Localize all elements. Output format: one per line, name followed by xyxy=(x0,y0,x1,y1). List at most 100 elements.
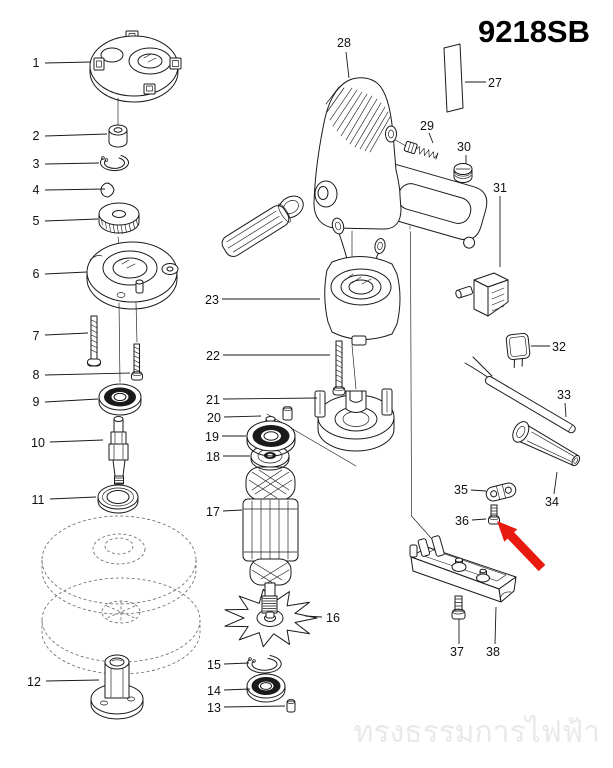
part-12-flange-nut xyxy=(90,654,144,720)
leader-line-6 xyxy=(44,271,88,275)
part-label-17: 17 xyxy=(206,504,220,519)
part-27-name-plate xyxy=(443,43,464,113)
leader-line-1 xyxy=(44,61,92,64)
part-label-14: 14 xyxy=(207,683,221,698)
leader-line-20 xyxy=(223,415,262,418)
part-22-screw xyxy=(332,340,346,396)
part-1-pad-cover xyxy=(89,30,182,103)
part-35-cord-clamp xyxy=(485,482,517,502)
part-2-spacer xyxy=(108,124,128,148)
leader-line-15 xyxy=(223,662,250,665)
part-label-18: 18 xyxy=(206,449,220,464)
part-3-snap-ring xyxy=(99,155,129,172)
leader-line-29 xyxy=(428,132,434,144)
part-label-9: 9 xyxy=(32,394,40,409)
part-label-21: 21 xyxy=(206,392,220,407)
part-label-12: 12 xyxy=(27,674,41,689)
part-label-35: 35 xyxy=(454,482,468,497)
part-30-cap-plug xyxy=(453,163,473,183)
part-label-6: 6 xyxy=(32,266,40,281)
part-8-screw xyxy=(131,343,143,381)
part-label-27: 27 xyxy=(488,75,502,90)
part-label-16: 16 xyxy=(326,610,340,625)
part-36-screw xyxy=(488,504,500,525)
part-11-seal-ring xyxy=(97,484,139,514)
part-20-pin xyxy=(282,405,293,421)
leader-line-2 xyxy=(44,133,108,137)
part-label-13: 13 xyxy=(207,700,221,715)
leader-line-38 xyxy=(494,606,497,645)
part-label-23: 23 xyxy=(205,292,219,307)
part-label-33: 33 xyxy=(557,387,571,402)
part-label-3: 3 xyxy=(32,156,40,171)
part-label-5: 5 xyxy=(32,213,40,228)
part-37-screw xyxy=(451,595,466,620)
part-19-ball-bearing xyxy=(246,420,296,457)
leader-line-3 xyxy=(44,162,100,165)
model-title: 9218SB xyxy=(477,14,590,49)
part-29-screw-with-spring xyxy=(403,140,439,160)
part-label-8: 8 xyxy=(32,367,40,382)
part-label-20: 20 xyxy=(207,410,221,425)
part-label-34: 34 xyxy=(545,494,559,509)
part-label-37: 37 xyxy=(450,644,464,659)
part-10-spindle xyxy=(108,416,129,485)
part-label-4: 4 xyxy=(32,182,40,197)
part-6-gear-housing xyxy=(86,241,179,310)
watermark-text: ทรงธรรมการไฟฟ้า xyxy=(353,716,600,749)
leader-line-11 xyxy=(49,496,97,500)
leader-line-17 xyxy=(222,509,243,512)
part-label-38: 38 xyxy=(486,644,500,659)
part-label-1: 1 xyxy=(32,55,40,70)
part-32-capacitor xyxy=(505,332,531,369)
leader-line-34 xyxy=(553,471,558,495)
part-label-28: 28 xyxy=(337,35,351,50)
leader-line-7 xyxy=(44,332,89,336)
part-14-ball-bearing xyxy=(246,673,286,703)
leader-line-12 xyxy=(45,679,100,682)
part-label-7: 7 xyxy=(32,328,40,343)
part-31-switch xyxy=(455,272,509,317)
leader-line-13 xyxy=(223,705,286,708)
side-handle xyxy=(221,195,304,257)
leader-line-36 xyxy=(471,518,487,521)
part-5-gear xyxy=(98,202,140,234)
leader-line-35 xyxy=(470,489,487,492)
part-label-31: 31 xyxy=(493,180,507,195)
leader-line-4 xyxy=(44,188,106,191)
part-label-29: 29 xyxy=(420,118,434,133)
part-label-22: 22 xyxy=(206,348,220,363)
leader-line-8 xyxy=(44,372,131,376)
part-21-bearing-retainer xyxy=(314,388,395,452)
part-34-cord-guard xyxy=(512,421,581,467)
part-38-base-plate xyxy=(409,535,517,603)
leader-line-10 xyxy=(49,439,104,443)
part-9-ball-bearing xyxy=(98,383,142,416)
part-label-11: 11 xyxy=(31,492,45,507)
leader-line-33 xyxy=(564,402,567,418)
part-label-36: 36 xyxy=(455,513,469,528)
part-4-key xyxy=(100,182,115,198)
callout-leader-lines xyxy=(44,51,567,708)
part-28-motor-housing xyxy=(313,77,402,230)
leader-line-5 xyxy=(44,218,99,222)
part-label-10: 10 xyxy=(31,435,45,450)
sanding-pad-phantom xyxy=(41,515,201,675)
part-7-screw xyxy=(87,315,101,367)
leader-line-16 xyxy=(304,615,323,618)
part-15-snap-ring xyxy=(246,655,282,674)
part-23-field-stator xyxy=(324,217,401,346)
part-label-32: 32 xyxy=(552,339,566,354)
part-label-30: 30 xyxy=(457,139,471,154)
part-13-pin xyxy=(286,699,296,713)
part-label-15: 15 xyxy=(207,657,221,672)
leader-line-9 xyxy=(44,398,99,403)
leader-line-21 xyxy=(222,397,318,400)
part-label-19: 19 xyxy=(205,429,219,444)
red-pointer-arrow xyxy=(497,521,546,572)
part-label-2: 2 xyxy=(32,128,40,143)
part-33-power-cord xyxy=(464,356,576,434)
leader-line-14 xyxy=(223,688,251,691)
